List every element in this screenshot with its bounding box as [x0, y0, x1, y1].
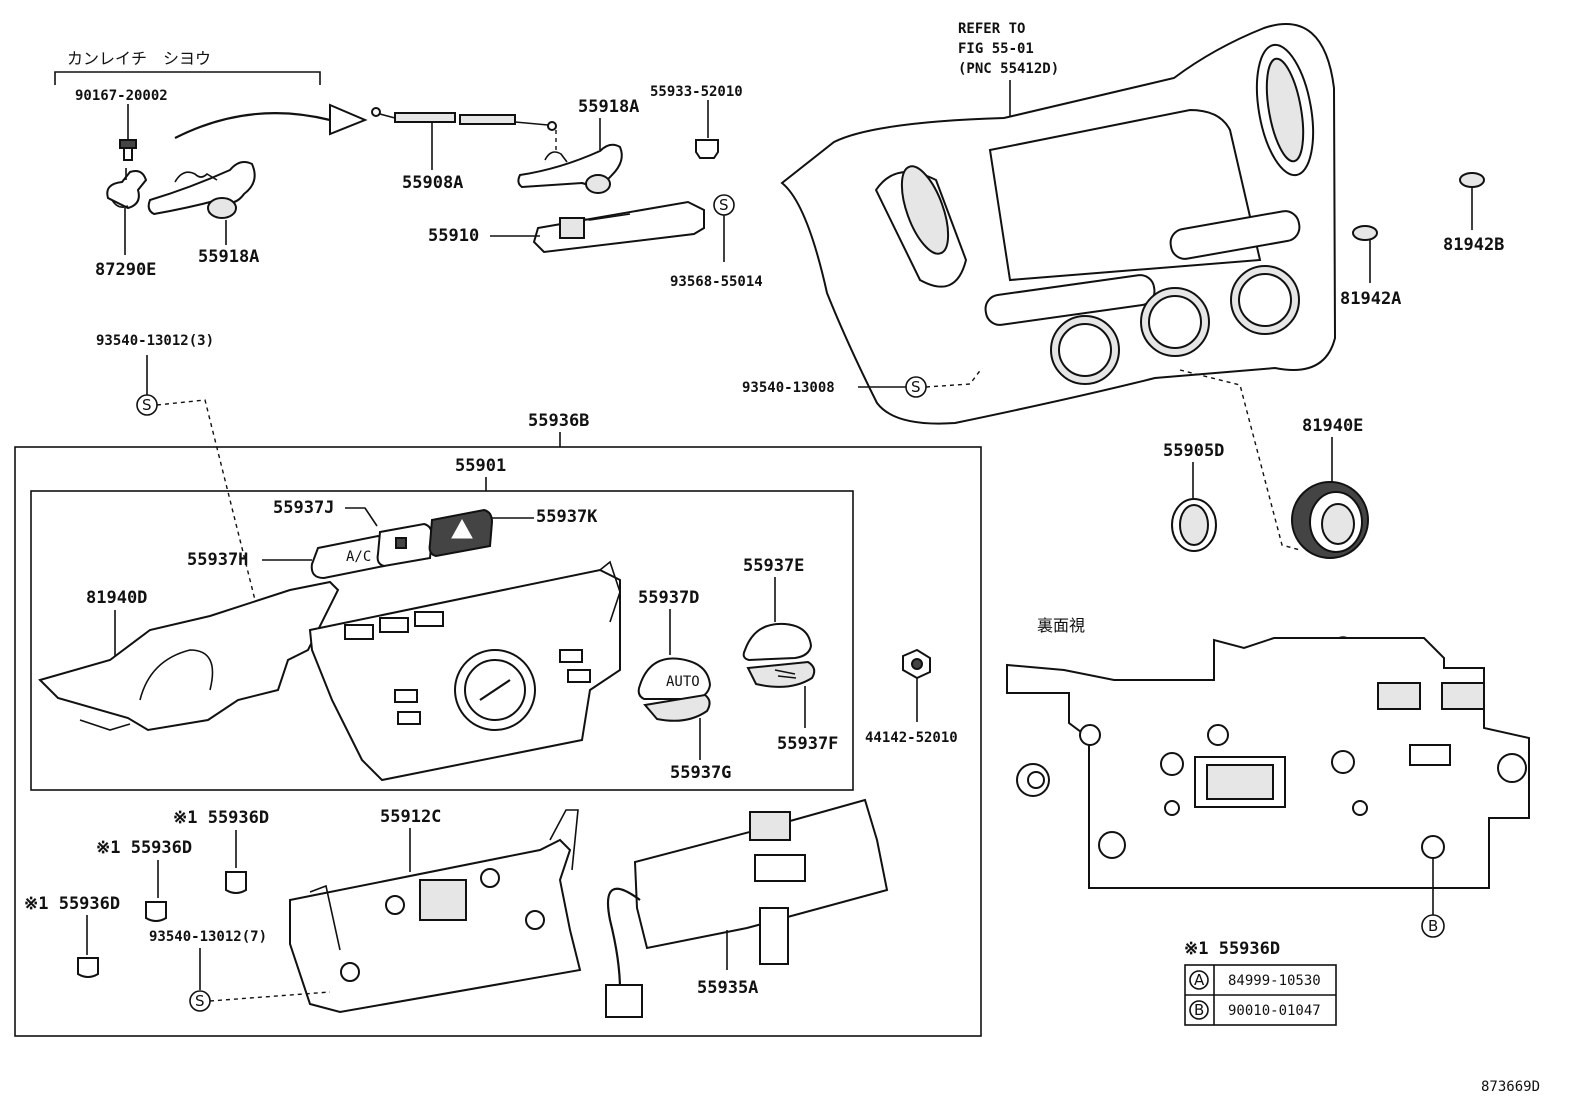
- part-label-55937J: 55937J: [273, 498, 334, 518]
- cold-region-label: カンレイチ シヨウ: [67, 49, 211, 68]
- part-label-81940E: 81940E: [1302, 416, 1363, 436]
- cable-sleeve-icon: [394, 112, 456, 123]
- outer-box: [14, 446, 982, 1037]
- harness-connector-icon: [106, 168, 148, 210]
- transfer-arrow: [174, 112, 331, 139]
- screw-icon: [119, 139, 137, 161]
- part-label-55918A-left: 55918A: [198, 247, 259, 267]
- svg-text:A/C: A/C: [346, 549, 371, 565]
- part-label-93540-13008: 93540-13008: [742, 380, 835, 396]
- main-assembly-box: 55936B 55901 55937J 55937K 55937H A/C 81…: [14, 411, 982, 1037]
- harness-board-55935A-icon: [605, 798, 889, 1018]
- clip-81942A-icon: [1352, 225, 1378, 241]
- svg-text:REFER TO: REFER TO: [958, 21, 1025, 37]
- part-label-55905D: 55905D: [1163, 441, 1224, 461]
- part-label-55912C: 55912C: [380, 807, 441, 827]
- part-label-55933-52010: 55933-52010: [650, 84, 743, 100]
- bulb-table-row: B 90010-01047: [1189, 1000, 1321, 1020]
- cable-group: 55908A 55918A 55933-52010 55910 S 93568-…: [371, 84, 763, 290]
- part-label-55937G: 55937G: [670, 763, 731, 783]
- bulb-table-title: ※1 55936D: [1184, 939, 1280, 959]
- part-label-55935A: 55935A: [697, 978, 758, 998]
- button-hazard-icon: [428, 508, 494, 558]
- part-label-55918A-right: 55918A: [578, 97, 639, 117]
- svg-text:B: B: [1428, 917, 1438, 935]
- mount-bracket-icon: [532, 200, 705, 254]
- right-parts: 81942B 81942A 93540-13008 S 55905D 81940…: [742, 172, 1504, 559]
- part-label-81942B: 81942B: [1443, 235, 1504, 255]
- part-label-90167-20002: 90167-20002: [75, 88, 168, 104]
- knob-auto-icon: AUTO: [637, 657, 712, 722]
- svg-text:S: S: [719, 196, 729, 214]
- part-label-44142-52010: 44142-52010: [865, 730, 958, 746]
- part-label-55937H: 55937H: [187, 550, 248, 570]
- marker-b-icon: [1421, 914, 1445, 938]
- part-label-55937F: 55937F: [777, 734, 838, 754]
- lever-icon-2: [517, 143, 623, 194]
- bracket-81940D-icon: [38, 580, 340, 732]
- top-left-group: カンレイチ シヨウ 90167-20002 87290E 55918A: [54, 49, 368, 280]
- svg-text:84999-10530: 84999-10530: [1228, 973, 1321, 989]
- part-label-55910: 55910: [428, 226, 479, 246]
- part-label-81942A: 81942A: [1340, 289, 1401, 309]
- svg-text:FIG 55-01: FIG 55-01: [958, 41, 1034, 57]
- svg-text:90010-01047: 90010-01047: [1228, 1003, 1321, 1019]
- inner-box: [30, 490, 854, 791]
- part-label-bulb-1: ※1 55936D: [173, 808, 269, 828]
- svg-text:S: S: [142, 396, 152, 414]
- cold-region-bracket: [54, 71, 321, 85]
- button-defrost-icon: [376, 522, 434, 568]
- rear-view-group: 裏面視 A B: [1006, 616, 1530, 938]
- bulb-table: ※1 55936D A 84999-10530 B 90010-01047: [1184, 939, 1337, 1026]
- svg-text:S: S: [911, 378, 921, 396]
- part-label-bulb-3: ※1 55936D: [24, 894, 120, 914]
- part-label-bulb-2: ※1 55936D: [96, 838, 192, 858]
- refer-note: REFER TO FIG 55-01 (PNC 55412D): [958, 21, 1059, 150]
- part-label-55937K: 55937K: [536, 507, 598, 527]
- part-label-87290E: 87290E: [95, 260, 156, 280]
- knob-mode-icon: [742, 622, 816, 688]
- part-label-55936B: 55936B: [528, 411, 589, 431]
- bulb-icon: [145, 901, 167, 922]
- button-ac-icon: A/C: [310, 534, 388, 580]
- part-label-55937E: 55937E: [743, 556, 804, 576]
- lever-icon: [147, 161, 256, 219]
- circuit-board-55912C-icon: [289, 809, 582, 1014]
- part-label-93568-55014: 93568-55014: [670, 274, 763, 290]
- dash-panel-bezel: [780, 23, 1337, 425]
- part-label-55937D: 55937D: [638, 588, 699, 608]
- part-label-55901: 55901: [455, 456, 506, 476]
- arrow-head-icon: [329, 103, 368, 136]
- bulb-icon: [77, 957, 99, 978]
- svg-text:(PNC 55412D): (PNC 55412D): [958, 61, 1059, 77]
- svg-text:S: S: [195, 992, 205, 1010]
- control-panel-body-icon: [308, 560, 621, 782]
- bulb-table-row: A 84999-10530: [1189, 970, 1321, 990]
- rear-view-title: 裏面視: [1037, 616, 1085, 635]
- diagram-id: 873669D: [1481, 1079, 1540, 1095]
- clip-icon: [695, 139, 719, 159]
- bulb-icon: [225, 871, 247, 894]
- knob-ring-81940E-icon: [1291, 481, 1369, 559]
- svg-text:AUTO: AUTO: [666, 674, 700, 690]
- part-label-93540-13012-7: 93540-13012(7): [149, 929, 267, 945]
- svg-text:B: B: [1194, 1001, 1204, 1019]
- clip-81942B-icon: [1459, 172, 1485, 188]
- part-label-55908A: 55908A: [402, 173, 463, 193]
- part-label-93540-13012-3: 93540-13012(3): [96, 333, 214, 349]
- svg-text:A: A: [1194, 971, 1205, 989]
- left-screw-callout: 93540-13012(3) S: [96, 333, 306, 651]
- knob-55905D-icon: [1171, 498, 1217, 552]
- rear-board-icon: [1006, 637, 1530, 889]
- nut-icon: [902, 648, 931, 680]
- part-label-81940D: 81940D: [86, 588, 147, 608]
